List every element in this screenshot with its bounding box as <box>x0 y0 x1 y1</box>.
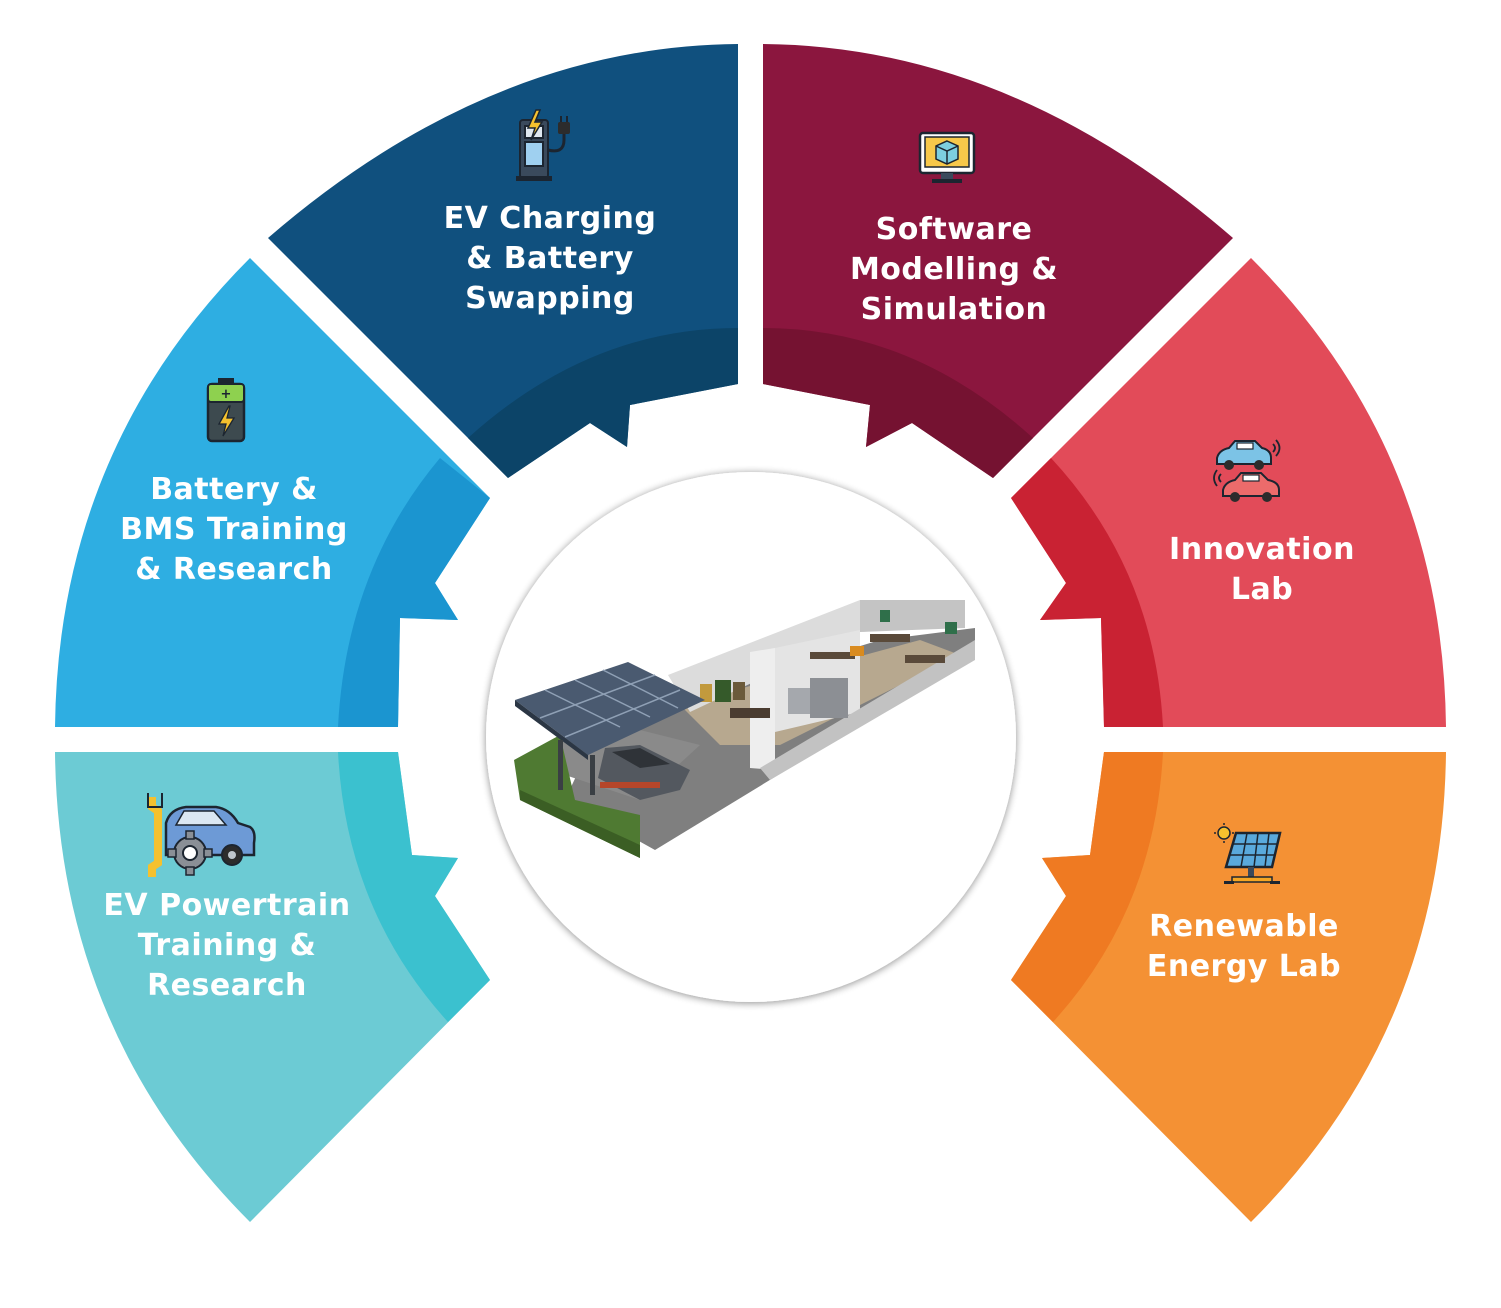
label-line: Research <box>147 968 307 1003</box>
label-line: Renewable <box>1149 909 1339 944</box>
charging-station-icon <box>516 109 570 181</box>
label-battery-bms: Battery & BMS Training & Research <box>102 470 366 590</box>
label-line: Software <box>875 212 1033 247</box>
center-circle <box>486 472 1016 1002</box>
ev-lab-illustration <box>514 600 975 858</box>
segment-software <box>763 44 1233 478</box>
label-line: Battery & <box>150 472 318 507</box>
connected-cars-icon <box>1213 439 1281 502</box>
car-wrench-gear-icon <box>147 793 256 877</box>
segment-battery-bms <box>55 258 490 727</box>
segment-renewable <box>1011 752 1446 1222</box>
segment-powertrain-inner <box>338 752 490 1022</box>
segment-software-inner <box>763 328 1033 478</box>
svg-text:+: + <box>221 387 232 402</box>
label-renewable: Renewable Energy Lab <box>1112 907 1376 987</box>
label-line: Energy Lab <box>1146 949 1342 984</box>
computer-3d-cube-icon <box>918 131 976 183</box>
label-ev-charging: EV Charging & Battery Swapping <box>418 199 682 319</box>
battery-icon: + <box>206 378 246 443</box>
segment-ev-charging-inner <box>468 328 738 478</box>
solar-panel-icon <box>1214 823 1282 884</box>
segment-innovation-inner <box>1011 458 1163 727</box>
label-line: EV Charging <box>443 201 657 236</box>
label-line: EV Powertrain <box>103 888 351 923</box>
segment-ev-charging <box>268 44 738 478</box>
label-line: & Battery <box>466 241 634 276</box>
label-innovation: Innovation Lab <box>1130 530 1394 610</box>
segment-powertrain <box>55 752 490 1222</box>
label-line: Swapping <box>465 281 635 316</box>
label-line: Lab <box>1230 572 1294 607</box>
label-line: Modelling & <box>849 252 1059 287</box>
label-powertrain: EV Powertrain Training & Research <box>82 886 372 1006</box>
segment-battery-bms-inner <box>338 458 490 727</box>
label-line: BMS Training <box>120 512 348 547</box>
label-line: & Research <box>135 552 333 587</box>
label-line: Simulation <box>860 292 1048 327</box>
label-line: Training & <box>137 928 317 963</box>
segment-renewable-inner <box>1011 752 1163 1022</box>
label-line: Innovation <box>1169 532 1355 567</box>
label-software: Software Modelling & Simulation <box>822 210 1086 330</box>
